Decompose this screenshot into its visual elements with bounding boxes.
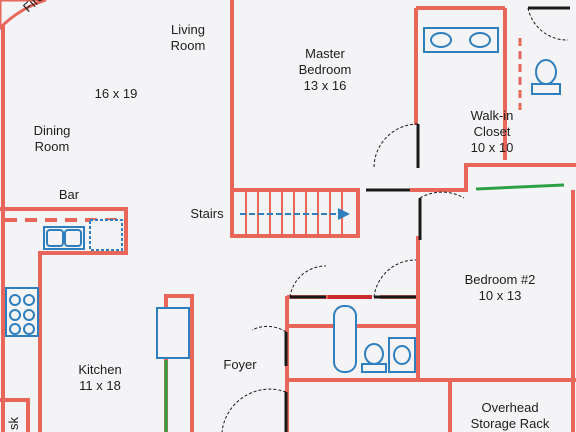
- wall-closet-bottom: [410, 163, 576, 192]
- desk-label: sk: [6, 417, 21, 430]
- toilet-tank: [531, 83, 561, 95]
- sink-icon: [430, 32, 452, 48]
- doors: [221, 6, 570, 432]
- door-entry: [221, 388, 288, 432]
- fixtures: [5, 27, 561, 373]
- door-bedroom2: [418, 191, 465, 240]
- sink-icon: [469, 32, 491, 48]
- storage-rack-label: Overhead Storage Rack: [470, 400, 550, 431]
- bar-label: Bar: [58, 187, 80, 202]
- master-bedroom-label: Master Bedroom 13 x 16: [298, 46, 352, 93]
- vanity-double-sink: [423, 27, 499, 53]
- door-foyer-closet: [251, 325, 288, 366]
- closet-rods: [164, 183, 565, 432]
- sink-icon: [393, 345, 411, 365]
- bedroom2-label: Bedroom #2 10 x 13: [464, 272, 536, 303]
- foyer-label: Foyer: [223, 357, 257, 372]
- toilet-icon: [535, 59, 557, 85]
- burner-icon: [23, 323, 35, 335]
- stairs-arrow-head: [338, 208, 350, 220]
- dishwasher: [89, 219, 123, 251]
- living-room-label: Living Room: [170, 22, 206, 53]
- toilet-icon: [364, 343, 384, 365]
- door-closet-bath: [527, 6, 570, 41]
- door-hall-closet: [289, 265, 372, 299]
- sink-icon: [46, 229, 64, 247]
- walkin-closet-label: Walk-in Closet 10 x 10: [470, 108, 514, 155]
- burner-icon: [23, 309, 35, 321]
- sink-icon: [64, 229, 82, 247]
- door-master: [366, 123, 420, 192]
- toilet-tank: [361, 363, 387, 373]
- door-bath: [373, 259, 417, 299]
- wall-kitchen-counter: [38, 251, 126, 432]
- refrigerator: [156, 307, 190, 359]
- stairs: [230, 188, 360, 238]
- fireplace-hearth: [0, 0, 47, 31]
- dining-room-label: Dining Room: [33, 123, 71, 154]
- burner-icon: [9, 294, 21, 306]
- living-dining-size: 16 x 19: [94, 86, 138, 101]
- kitchen-label: Kitchen 11 x 18: [78, 362, 122, 393]
- burner-icon: [9, 323, 21, 335]
- bathtub: [333, 305, 357, 373]
- burner-icon: [23, 294, 35, 306]
- burner-icon: [9, 309, 21, 321]
- stairs-label: Stairs: [190, 206, 224, 221]
- closet-rod-walkin: [475, 183, 565, 191]
